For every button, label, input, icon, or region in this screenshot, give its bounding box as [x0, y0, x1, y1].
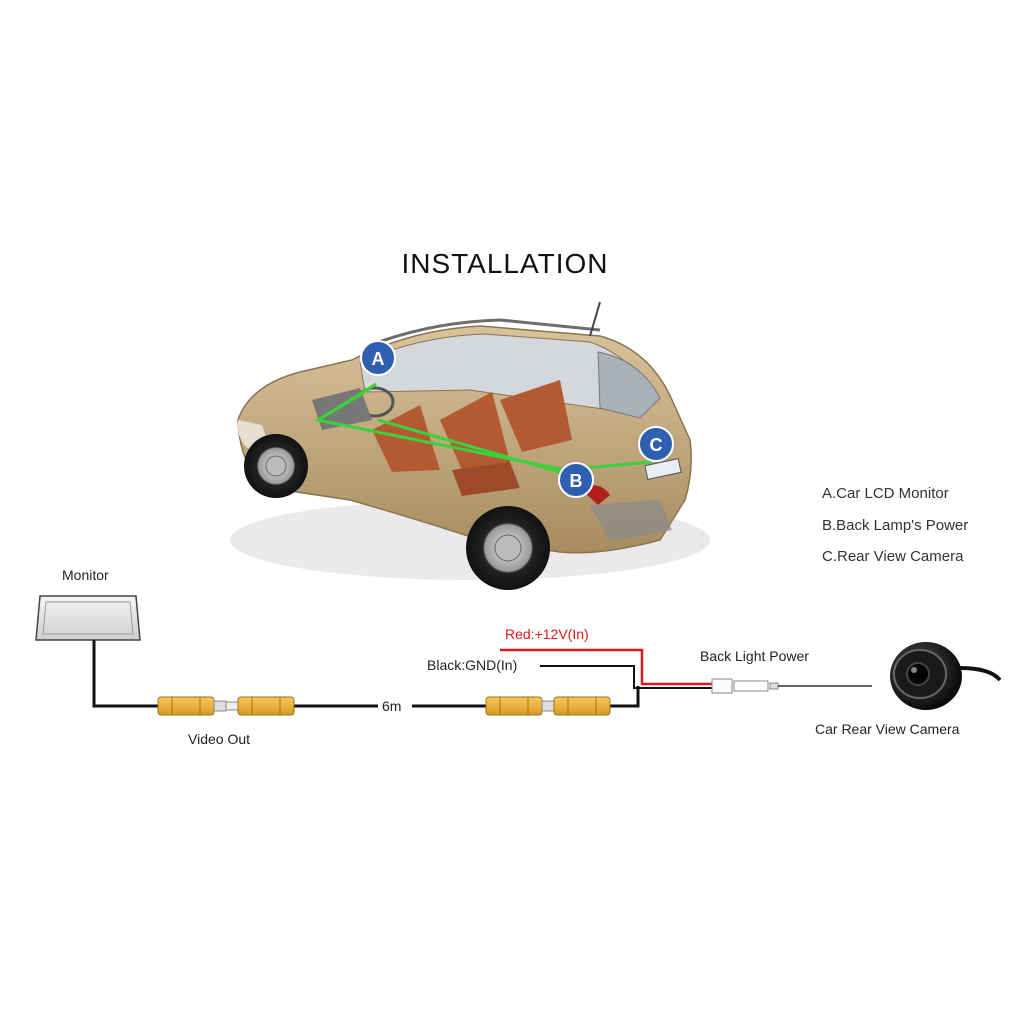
marker-b-label: B — [570, 471, 583, 491]
legend-item-b: B.Back Lamp's Power — [822, 517, 969, 534]
monitor-label: Monitor — [62, 567, 109, 583]
black-wire-label: Black:GND(In) — [427, 657, 518, 673]
red-wire-label: Red:+12V(In) — [505, 626, 589, 642]
marker-a — [360, 340, 396, 376]
back-light-power-label: Back Light Power — [700, 648, 809, 664]
legend-item-c: C.Rear View Camera — [822, 548, 964, 565]
rca-connector-1 — [157, 696, 227, 716]
camera-label: Car Rear View Camera — [815, 721, 960, 737]
marker-c-label: C — [650, 435, 663, 455]
inline-connector — [711, 678, 779, 694]
red-power-wire — [500, 648, 712, 686]
camera-icon — [890, 642, 1002, 710]
marker-b — [558, 462, 594, 498]
black-ground-wire — [540, 665, 712, 689]
marker-c — [638, 426, 674, 462]
video-out-label: Video Out — [188, 731, 251, 747]
monitor-icon — [35, 595, 141, 641]
rca-connector-3 — [485, 696, 555, 716]
cable-length-label: 6m — [382, 698, 402, 714]
rca-connector-4 — [553, 696, 611, 716]
legend-item-a: A.Car LCD Monitor — [822, 485, 949, 502]
diagram-title: INSTALLATION — [401, 248, 609, 279]
marker-a-label: A — [372, 349, 385, 369]
rca-connector-2 — [225, 696, 295, 716]
